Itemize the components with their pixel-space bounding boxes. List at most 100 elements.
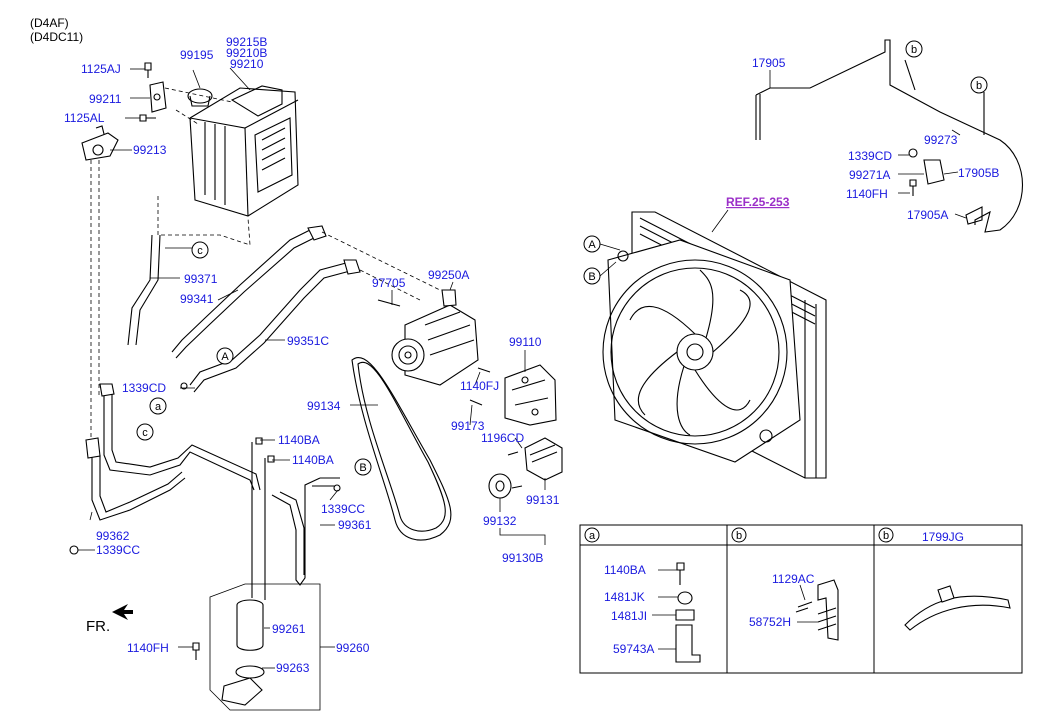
part-label[interactable]: 99110 [509,335,542,349]
part-label[interactable]: 1140BA [292,453,334,467]
svg-text:A: A [221,351,229,363]
part-label[interactable]: 17905 [752,56,786,70]
part-label[interactable]: 99361 [338,518,372,532]
harness-17905 [755,39,1024,233]
table-b1-label[interactable]: 58752H [749,615,791,629]
hose-99351C [189,262,347,386]
pipe-99362-edge [111,390,261,491]
callout-b-2: b [970,76,988,94]
drive-belt [351,357,452,541]
part-label[interactable]: 99362 [96,529,130,543]
part-label[interactable]: 99210 [230,57,264,71]
part-label[interactable]: 97705 [372,276,406,290]
callout-c-2: c [136,423,154,441]
tensioner-bolts [507,451,523,489]
part-label[interactable]: 1339CC [321,502,365,516]
harness-leader [904,59,985,135]
tensioner-pulley [488,473,512,499]
bolt-1140BA [267,455,275,463]
guide-line [175,109,199,125]
part-label[interactable]: 99132 [483,514,517,528]
callout-c-1: c [191,241,209,259]
part-label[interactable]: 1140FH [846,187,888,201]
hose-99341-edge [175,237,315,359]
table-a-label[interactable]: 1481JK [604,590,645,604]
hose-99371 [135,234,161,346]
callout-B-1: B [354,458,372,476]
svg-text:a: a [589,530,596,542]
part-label[interactable]: 99131 [526,493,560,507]
part-label[interactable]: 99130B [502,551,543,565]
part-label[interactable]: 17905B [958,166,999,180]
nut-1339CC [333,484,341,492]
svg-text:B: B [359,462,366,474]
part-label[interactable]: 1339CC [96,543,140,557]
detail-table [579,524,1023,674]
part-label[interactable]: 1125AL [64,111,105,125]
part-label[interactable]: 99210B [226,46,267,60]
compressor [391,289,479,386]
table-a-label[interactable]: 1481JI [611,609,647,623]
table-a-label[interactable]: 1140BA [604,563,646,577]
compressor-bracket [504,364,557,426]
guide-line [90,160,100,460]
callout-a-1: a [149,397,167,415]
part-label[interactable]: 99215B [226,35,267,49]
part-label[interactable]: 99271A [849,168,890,182]
callout-A-2: A [583,235,601,253]
hose-99371-edge [127,234,153,346]
hose-99341 [171,229,311,353]
bolt-1125AL [139,114,156,122]
part-label[interactable]: 99134 [307,399,341,413]
part-label[interactable]: 99173 [451,419,485,433]
part-label[interactable]: 1339CD [122,381,166,395]
mount-point [617,250,629,262]
part-label[interactable]: 99213 [133,143,167,157]
front-label: FR. [86,618,110,635]
pipe-lower [91,455,186,521]
part-label[interactable]: 99341 [180,292,214,306]
part-label[interactable]: 99211 [89,92,122,106]
part-label[interactable]: 1125AJ [81,62,121,76]
pressure-switch-99271A [923,159,945,185]
callout-leader [599,243,621,277]
bracket-99211 [149,81,167,113]
bolt-1140FH [909,179,917,196]
receiver-drier [236,599,264,651]
evaporator-case [189,85,299,217]
part-label[interactable]: 99273 [924,133,958,147]
table-b1-label[interactable]: 1129AC [772,572,815,586]
part-label[interactable]: 99195 [180,48,214,62]
table-a-label[interactable]: 59743A [613,642,654,656]
part-label[interactable]: 1196CD [481,431,524,445]
part-label[interactable]: 1339CD [848,149,892,163]
callout-A-1: A [216,347,234,365]
part-label[interactable]: 99260 [336,641,370,655]
front-arrow-icon [112,604,133,620]
callout-b-1: b [905,40,923,58]
part-label[interactable]: 99351C [287,334,329,348]
ref-link[interactable]: REF.25-253 [726,195,790,209]
part-label[interactable]: 99263 [276,661,310,675]
part-label[interactable]: 99250A [428,268,469,282]
mount-point [759,429,773,443]
svg-text:c: c [197,245,203,257]
pipe-fitting [99,383,115,397]
svg-text:b: b [736,530,742,542]
part-label[interactable]: 17905A [907,208,948,222]
guide-line [321,231,441,291]
part-label[interactable]: 99371 [184,272,218,286]
part-label[interactable]: 1140FJ [460,379,499,393]
svg-text:b: b [883,530,889,542]
part-label[interactable]: 1140BA [278,433,320,447]
nut-1339CD [180,382,188,390]
pipe-fitting [85,437,101,459]
part-label[interactable]: 99261 [272,622,306,636]
table-key-a: a [584,527,600,543]
part-label[interactable]: 1140FH [127,641,169,655]
ref-leader [711,209,729,233]
svg-text:B: B [588,271,595,283]
callout-B-2: B [583,267,601,285]
